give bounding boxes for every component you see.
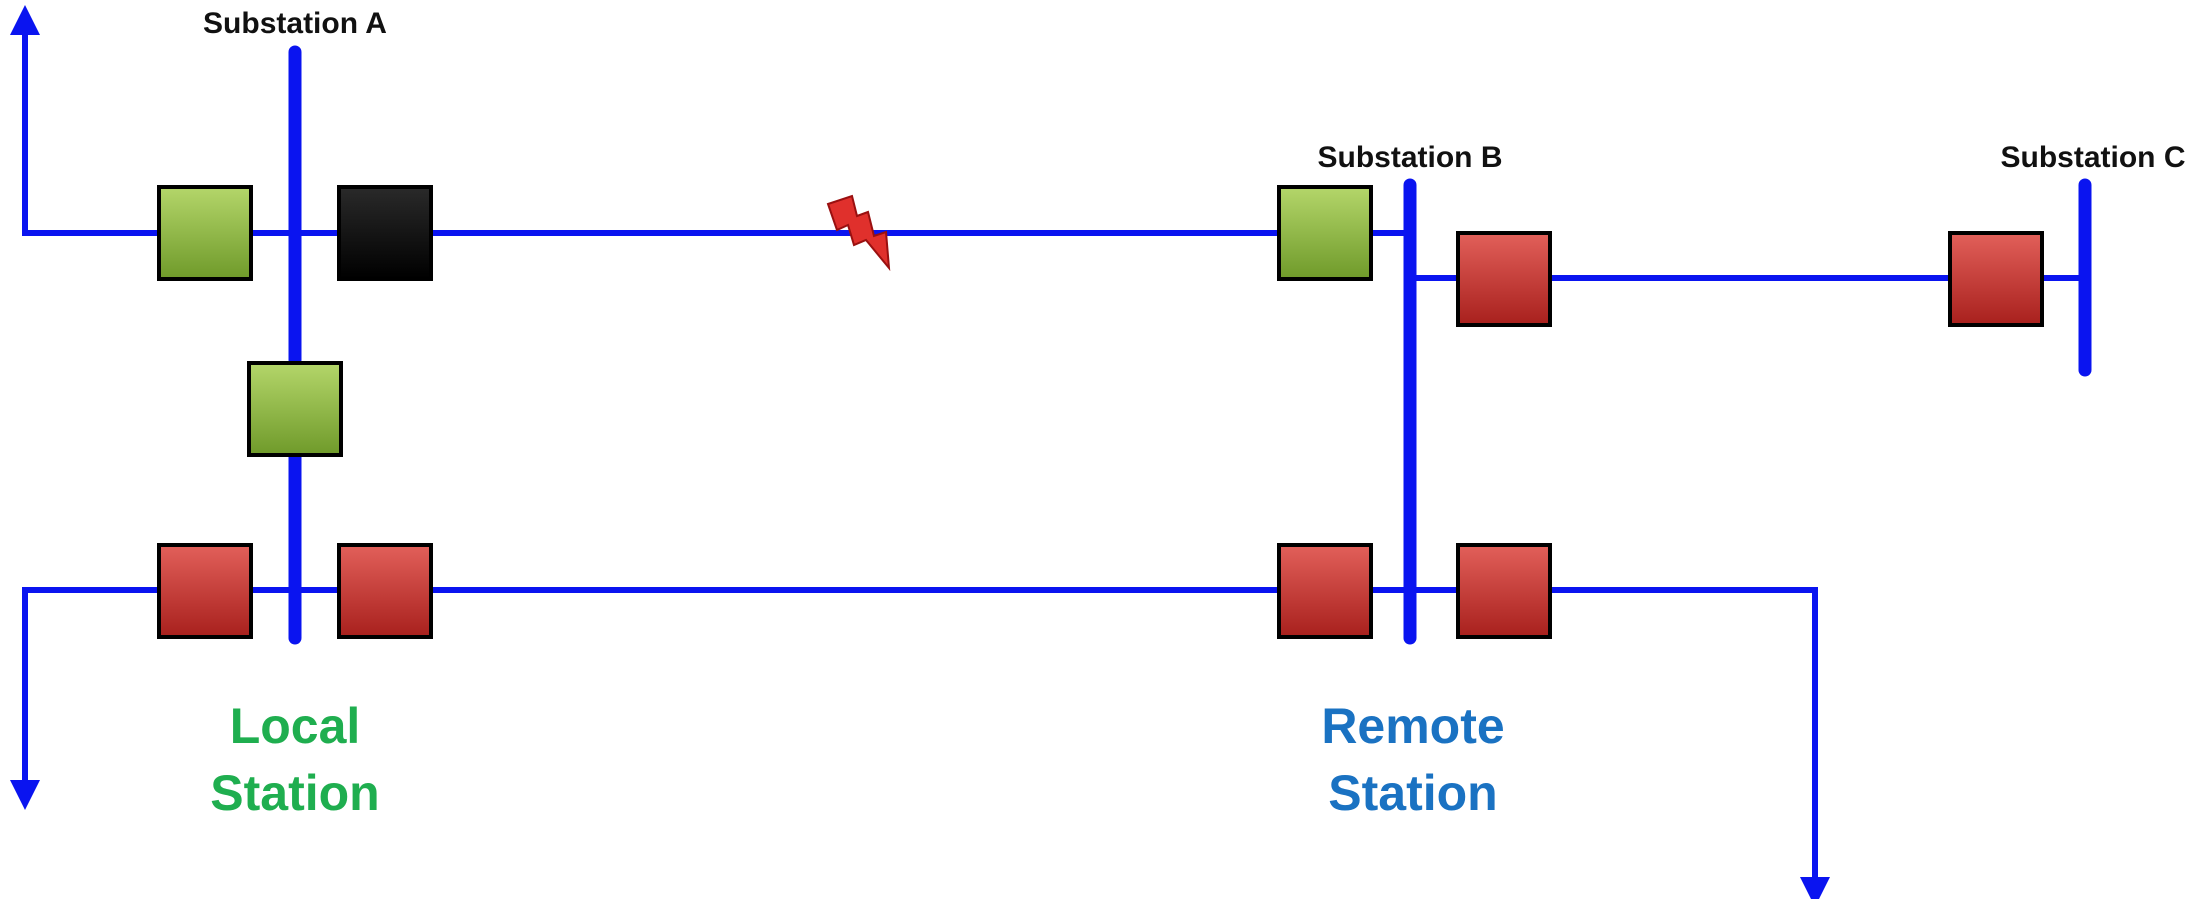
substation-a-label: Substation A [203,7,387,40]
breaker-b-top-right[interactable] [1456,231,1552,327]
remote-station-label-line1: Remote [1321,698,1504,754]
breaker-c-left[interactable] [1948,231,2044,327]
substation-b-label: Substation B [1318,141,1503,174]
breaker-a-tie[interactable] [247,361,343,457]
local-station-label-line1: Local [230,698,361,754]
breaker-a-top-right[interactable] [337,185,433,281]
breaker-b-bottom-right[interactable] [1456,543,1552,639]
breaker-b-bottom-left[interactable] [1277,543,1373,639]
breaker-b-top-left[interactable] [1277,185,1373,281]
breaker-a-top-left[interactable] [157,185,253,281]
breaker-a-bottom-right[interactable] [337,543,433,639]
remote-station-label-line2: Station [1328,765,1497,821]
breaker-a-bottom-left[interactable] [157,543,253,639]
local-station-label-line2: Station [210,765,379,821]
fault-lightning-icon [826,194,891,272]
substation-c-label: Substation C [2001,141,2186,174]
